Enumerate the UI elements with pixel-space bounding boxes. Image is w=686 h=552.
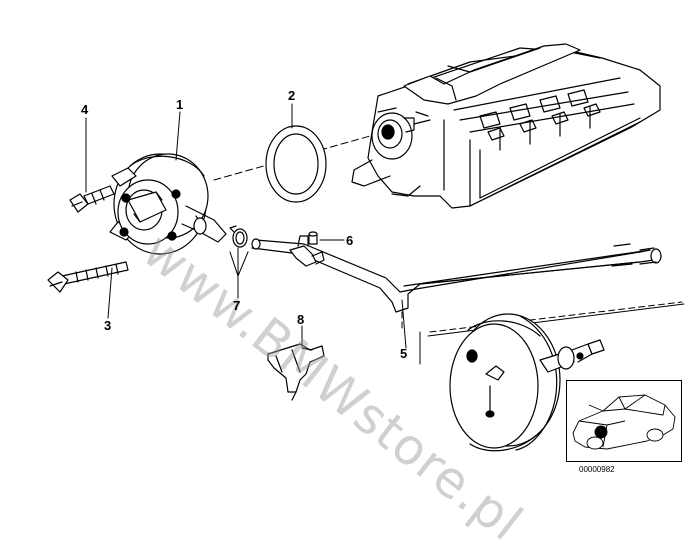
- callout-8: 8: [297, 312, 305, 327]
- leader-lines: [85, 103, 407, 349]
- callout-5: 5: [400, 346, 408, 361]
- sealing-ring: [265, 125, 327, 203]
- callout-4: 4: [81, 102, 89, 117]
- callout-6: 6: [346, 233, 354, 248]
- callout-7: 7: [233, 298, 241, 313]
- small-sleeve: [308, 231, 318, 245]
- location-marker-icon: [594, 425, 608, 439]
- engine-block: [351, 43, 661, 209]
- callout-1: 1: [176, 97, 184, 112]
- brake-booster: [449, 313, 605, 452]
- bolt-short: [69, 185, 115, 213]
- callout-2: 2: [288, 88, 296, 103]
- car-location-inset: [566, 380, 682, 462]
- reference-number: 00000982: [579, 465, 615, 474]
- holder-bracket: [267, 343, 325, 401]
- vacuum-hose: [251, 235, 662, 313]
- hose-clamp: [229, 225, 248, 248]
- bolt-long: [47, 261, 129, 293]
- parts-diagram: [47, 43, 685, 452]
- callout-3: 3: [104, 318, 112, 333]
- vacuum-pump: [109, 153, 227, 255]
